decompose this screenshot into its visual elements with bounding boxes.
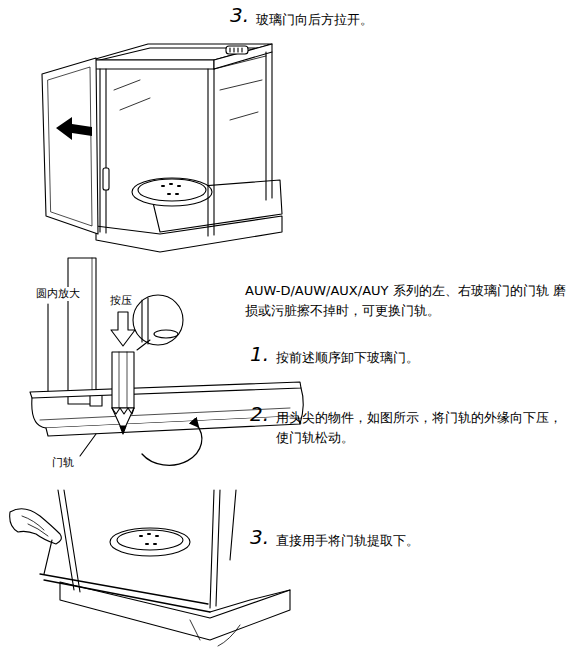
step-number: 1. [250, 343, 269, 365]
press-arrow [111, 312, 135, 346]
balance-base-front [96, 216, 282, 252]
top-handle [226, 46, 248, 54]
step-number: 3. [230, 4, 249, 26]
balance-base [60, 582, 290, 640]
pan-marks [140, 534, 158, 544]
base-foot [190, 620, 240, 646]
pencil-cut [112, 408, 134, 414]
instruction-text: 用头尖的物件，如图所示，将门轨的外缘向下压， 使门轨松动。 [276, 408, 574, 448]
weighing-pan-rim [117, 530, 183, 550]
instruction-text: 按前述顺序卸下玻璃门。 [276, 348, 419, 368]
balance-frame [58, 490, 236, 608]
pencil-facets [119, 352, 127, 408]
step-number: 3. [250, 526, 269, 548]
callout-label: 门轨 [50, 456, 76, 470]
rotate-arrow [142, 424, 202, 465]
zoom-frame [142, 298, 148, 344]
side-glass [214, 56, 266, 120]
balance-illustration [42, 44, 282, 252]
weighing-pan [132, 178, 212, 206]
lifted-rail [40, 574, 210, 612]
instruction-text: 直接用手将门轨提取下。 [276, 531, 419, 551]
pencil-lead [120, 426, 126, 434]
pencil-body [112, 352, 134, 408]
instruction-text: AUW-D/AUW/AUX/AUY 系列的左、右玻璃门的门轨 磨损或污脏擦不掉时… [245, 281, 567, 321]
base-edge [210, 590, 290, 612]
remove-illustration [10, 490, 290, 646]
door-panel [68, 258, 96, 404]
pan-marks [162, 184, 180, 194]
hand-to-rail [44, 540, 52, 574]
hand-fingers [22, 516, 48, 536]
front-top-bar [92, 60, 214, 69]
hand [10, 509, 62, 544]
rail-leader [80, 434, 96, 456]
label-leader [47, 304, 48, 392]
step-number: 2. [250, 403, 269, 425]
zoom-leader [137, 340, 150, 350]
handle-grip [230, 48, 242, 52]
callout-label: 按压 [108, 294, 134, 308]
balance-frame [100, 52, 272, 236]
glass-door [42, 58, 98, 234]
zoom-pan [154, 330, 178, 338]
zoom-circle [133, 295, 183, 345]
instruction-text: 玻璃门向后方拉开。 [256, 10, 373, 30]
rail-back-lip [30, 382, 301, 398]
weighing-pan-rim [138, 179, 206, 201]
weighing-pan [110, 528, 190, 556]
door-panel-edge [92, 258, 93, 404]
glass-door-inner [48, 67, 92, 226]
pull-arrow [56, 117, 92, 140]
callout-label: 圆内放大 [34, 287, 82, 301]
glass-shine [114, 80, 150, 110]
door-handle [103, 168, 109, 190]
